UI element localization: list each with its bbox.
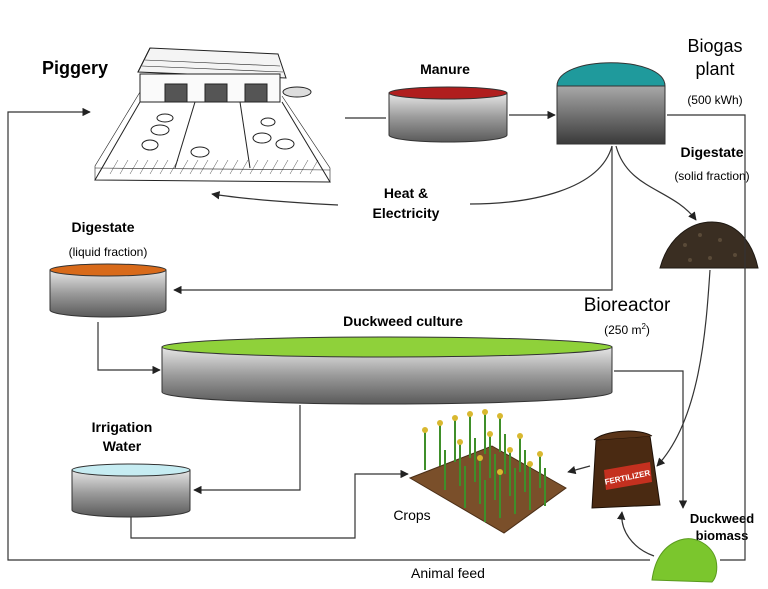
digestate-solid-subtitle: (solid fraction) (674, 169, 749, 183)
biogas-capacity-label: (500 kWh) (687, 93, 742, 107)
manure-label: Manure (420, 61, 470, 77)
digestate-liquid-subtitle: (liquid fraction) (69, 245, 148, 259)
heat-electricity-label-line2: Electricity (373, 205, 440, 221)
compost-texture (683, 233, 737, 262)
heat-electricity-label-line1: Heat & (384, 185, 428, 201)
irrigation-water-surface (71, 463, 191, 477)
flow-fertilizer-to-crops (567, 465, 591, 475)
crops-field (408, 409, 567, 534)
biogas-dome (556, 62, 666, 87)
manure-tank (388, 86, 508, 143)
digestate-liquid-tank (49, 263, 167, 318)
flow-biomass-to-fertilizer (616, 511, 655, 557)
crops-label: Crops (393, 507, 430, 523)
flow-irrigation-to-crops (130, 469, 409, 539)
duckweed-culture-label: Duckweed culture (343, 313, 463, 329)
flow-heat-to-piggery (211, 191, 339, 206)
flow-biogas-to-liquid-digestate (173, 146, 613, 295)
piggery-illustration (94, 47, 331, 183)
flow-biogas-to-solid-digestate (615, 145, 697, 221)
flow-liquid-digestate-to-duckweed (97, 322, 161, 375)
flow-animal-feed-to-piggery (7, 107, 650, 561)
digestate-liquid-title: Digestate (71, 219, 134, 235)
manure-liquid (388, 86, 508, 100)
biogas-plant (556, 62, 666, 145)
bioreactor-label: Bioreactor (584, 295, 671, 316)
flow-duckweed-culture-to-biomass (614, 370, 688, 509)
animal-feed-label: Animal feed (411, 565, 485, 581)
bioreactor-size-label: (250 m2) (604, 322, 650, 337)
flow-biogas-right-to-biomass (667, 114, 746, 561)
irrigation-water-label-line1: Irrigation (92, 419, 153, 435)
duckweed-culture-tank (161, 336, 613, 405)
flow-arrows (7, 107, 746, 561)
flow-biogas-to-heat (469, 145, 613, 205)
fertilizer-sack: FERTILIZER (591, 430, 661, 509)
biogas-plant-label-line2: plant (695, 59, 734, 79)
duckweed-biomass-label-line2: biomass (696, 528, 749, 543)
duckweed-biomass-label-line1: Duckweed (690, 511, 754, 526)
digestate-liquid (49, 263, 167, 277)
digestate-solid-title: Digestate (680, 144, 743, 160)
duckweed-biomass-pile (651, 538, 718, 583)
duckweed-culture-surface (161, 336, 613, 358)
piggery-label: Piggery (42, 58, 108, 78)
biogas-plant-label-line1: Biogas (687, 36, 742, 56)
irrigation-water-label-line2: Water (103, 438, 142, 454)
flow-solid-digestate-to-fertilizer (656, 269, 711, 467)
solid-digestate-pile (659, 221, 759, 269)
irrigation-water-tank (71, 463, 191, 518)
flow-duckweed-to-irrigation (193, 405, 301, 495)
